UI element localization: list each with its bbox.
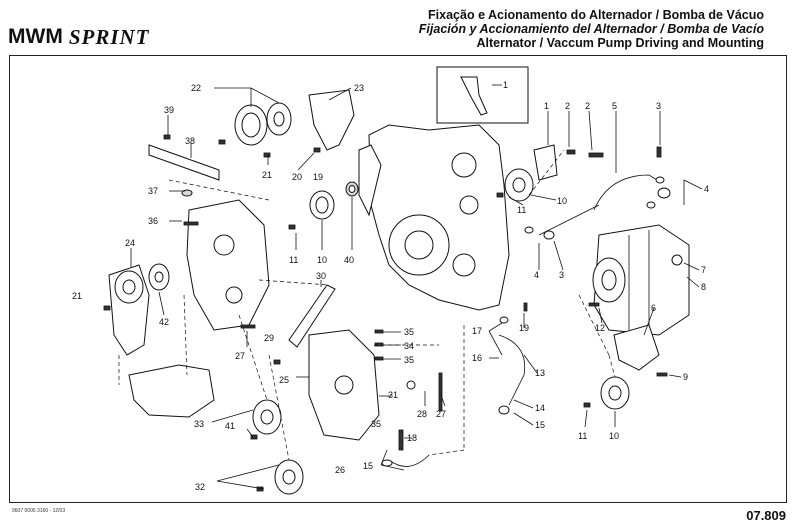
callout-15: 15 (363, 461, 373, 471)
callout-2b: 2 (585, 101, 590, 111)
callout-42: 42 (159, 317, 169, 327)
title-english: Alternator / Vaccum Pump Driving and Mou… (476, 36, 764, 50)
callout-6: 6 (651, 303, 656, 313)
callout-21b: 21 (72, 291, 82, 301)
callout-27: 27 (235, 351, 245, 361)
callout-25: 25 (279, 375, 289, 385)
callout-22: 22 (191, 83, 201, 93)
callout-19: 19 (313, 172, 323, 182)
callout-16: 16 (472, 353, 482, 363)
callout-26: 26 (335, 465, 345, 475)
tensioner-24 (108, 264, 150, 356)
callout-37: 37 (148, 186, 158, 196)
page-title-block: Fixação e Acionamento do Alternador / Bo… (419, 8, 764, 50)
pulley-22 (234, 102, 292, 146)
callout-10c: 10 (609, 431, 619, 441)
callout-13: 13 (535, 368, 545, 378)
bracket-housing (128, 364, 215, 418)
callout-35b: 35 (404, 355, 414, 365)
callout-34: 34 (404, 341, 414, 351)
callout-1-inset: 1 (503, 80, 508, 90)
washer-37 (181, 189, 193, 197)
callout-31: 31 (388, 390, 398, 400)
leader-lines (130, 84, 703, 490)
callout-20: 20 (292, 172, 302, 182)
callout-1: 1 (544, 101, 549, 111)
bracket-1 (533, 144, 558, 181)
title-spanish: Fijación y Accionamiento del Alternador … (418, 22, 764, 36)
callout-35c: 35 (371, 419, 381, 429)
callout-5: 5 (612, 101, 617, 111)
document-reference: 9607 0006 3160 - 12/03 (12, 508, 66, 514)
alternator (592, 224, 690, 336)
washers (381, 176, 683, 467)
bolts (103, 134, 668, 492)
callout-15b: 15 (535, 420, 545, 430)
idler-pulley-32 (274, 459, 304, 495)
vacuum-hose-5 (593, 174, 658, 211)
callout-11: 11 (289, 255, 298, 265)
brand-logo: MWM SPRINT (8, 24, 150, 49)
callout-4b: 4 (534, 270, 539, 280)
inset-box (436, 66, 529, 124)
callout-2a: 2 (565, 101, 570, 111)
callout-23: 23 (354, 83, 364, 93)
callout-8: 8 (701, 282, 706, 292)
callout-33: 33 (194, 419, 204, 429)
callout-36: 36 (148, 216, 158, 226)
callout-7: 7 (701, 265, 706, 275)
callout-21: 21 (262, 170, 272, 180)
callout-29: 29 (264, 333, 274, 343)
engine-block (358, 124, 510, 311)
idler-pulley-33 (252, 399, 282, 435)
bracket-part-inset (460, 76, 488, 116)
callout-41: 41 (225, 421, 235, 431)
mounting-bracket (186, 199, 270, 331)
stay-30 (288, 284, 336, 348)
bracket-23 (308, 89, 355, 151)
callout-11c: 11 (578, 431, 587, 441)
callout-27b: 27 (436, 409, 446, 419)
link-38 (148, 144, 220, 181)
callout-24: 24 (125, 238, 135, 248)
callout-38: 38 (185, 136, 195, 146)
callout-11b: 11 (517, 205, 526, 215)
callout-4: 4 (704, 184, 709, 194)
callout-3b: 3 (559, 270, 564, 280)
callout-40: 40 (344, 255, 354, 265)
callout-28: 28 (417, 409, 427, 419)
exploded-diagram: 39 38 37 36 22 23 21 20 19 11 10 40 24 2… (72, 66, 709, 495)
callout-12: 12 (595, 323, 605, 333)
callout-19b: 19 (519, 323, 529, 333)
callout-labels: 39 38 37 36 22 23 21 20 19 11 10 40 24 2… (72, 80, 709, 492)
page-code: 07.809 (746, 508, 786, 523)
brand-secondary: SPRINT (68, 24, 150, 49)
brand-primary: MWM (8, 25, 63, 48)
callout-30: 30 (316, 271, 326, 281)
bracket-6 (613, 324, 660, 371)
title-portuguese: Fixação e Acionamento do Alternador / Bo… (428, 8, 764, 22)
callout-17: 17 (472, 326, 482, 336)
callout-18: 18 (407, 433, 417, 443)
callout-10b: 10 (557, 196, 567, 206)
callout-14: 14 (535, 403, 545, 413)
callout-9: 9 (683, 372, 688, 382)
callout-39: 39 (164, 105, 174, 115)
callout-32: 32 (195, 482, 205, 492)
oil-pipe-13 (498, 334, 526, 406)
callout-3: 3 (656, 101, 661, 111)
callout-35a: 35 (404, 327, 414, 337)
callout-10: 10 (317, 255, 327, 265)
diagram-frame (9, 55, 787, 503)
